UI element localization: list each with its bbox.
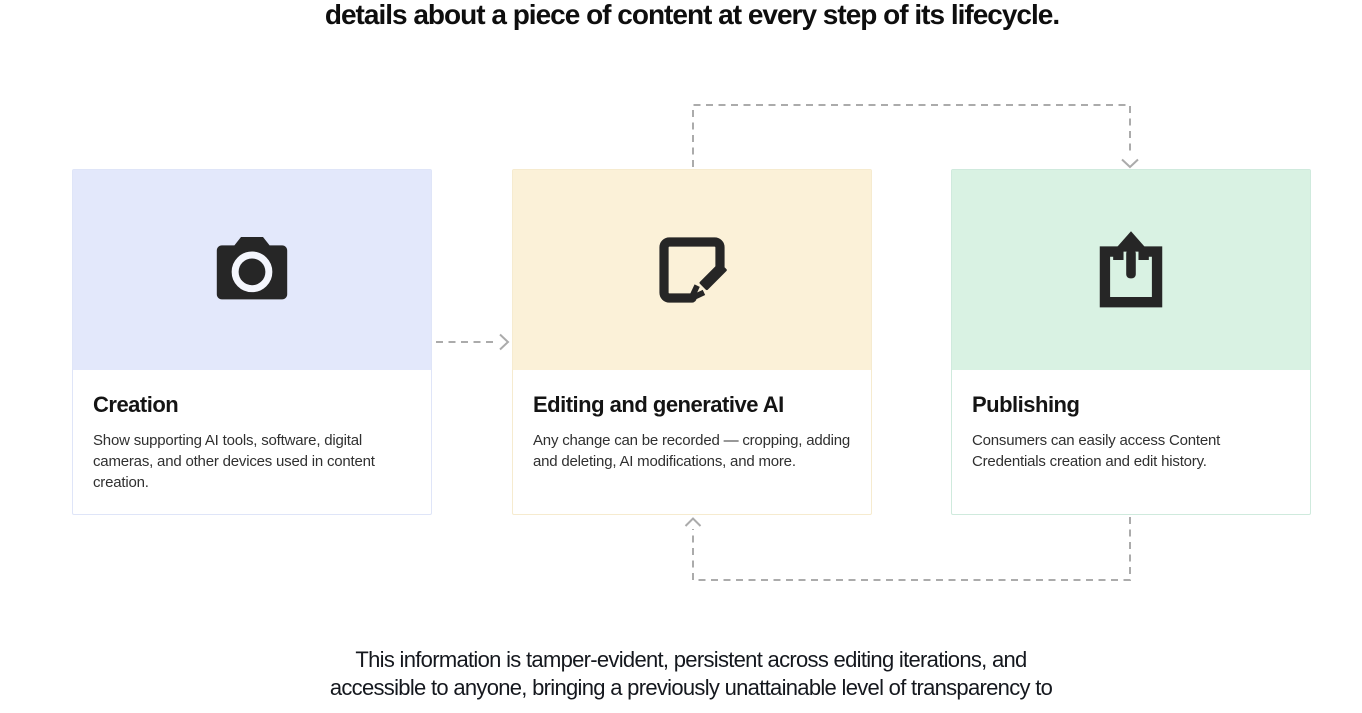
- card-description: Any change can be recorded — cropping, a…: [533, 432, 851, 470]
- arrow-up-icon: [684, 517, 702, 527]
- arrow-right-icon: [499, 333, 510, 351]
- footer-line-1: This information is tamper-evident, pers…: [355, 647, 1027, 672]
- share-arrow-head: [1112, 231, 1150, 252]
- pencil-body: [699, 262, 727, 291]
- card-creation-header: [73, 170, 431, 370]
- card-creation: Creation Show supporting AI tools, softw…: [72, 169, 432, 515]
- arrow-down-icon: [1121, 158, 1139, 169]
- share-arrow-stem: [1126, 249, 1136, 279]
- footer-line-2: accessible to anyone, bringing a previou…: [329, 675, 1053, 700]
- page-heading: details about a piece of content at ever…: [324, 0, 1060, 30]
- card-publishing-header: [952, 170, 1310, 370]
- edit-square-outline: [659, 237, 725, 303]
- card-editing-body: Editing and generative AI Any change can…: [513, 370, 871, 472]
- card-title: Publishing: [972, 392, 1080, 417]
- camera-body: [216, 237, 288, 300]
- card-title: Creation: [93, 392, 179, 417]
- pencil-tip: [688, 284, 706, 302]
- card-editing-header: [513, 170, 871, 370]
- card-creation-body: Creation Show supporting AI tools, softw…: [73, 370, 431, 493]
- card-editing-and-generative-ai: Editing and generative AI Any change can…: [512, 169, 872, 515]
- connector-publishing-to-editing-line: [692, 517, 1131, 581]
- card-publishing: Publishing Consumers can easily access C…: [951, 169, 1311, 515]
- share-icon: [1099, 231, 1163, 308]
- connector-editing-to-publishing-line: [692, 104, 1131, 167]
- camera-icon: [216, 237, 288, 300]
- card-description: Consumers can easily access Content Cred…: [972, 432, 1221, 470]
- card-publishing-body: Publishing Consumers can easily access C…: [952, 370, 1310, 472]
- camera-lens: [231, 251, 273, 293]
- card-description: Show supporting AI tools, software, digi…: [93, 432, 375, 491]
- card-title: Editing and generative AI: [533, 392, 784, 417]
- footer-paragraph: This information is tamper-evident, pers…: [20, 646, 1362, 702]
- share-box: [1099, 246, 1163, 308]
- edit-icon: [659, 237, 727, 303]
